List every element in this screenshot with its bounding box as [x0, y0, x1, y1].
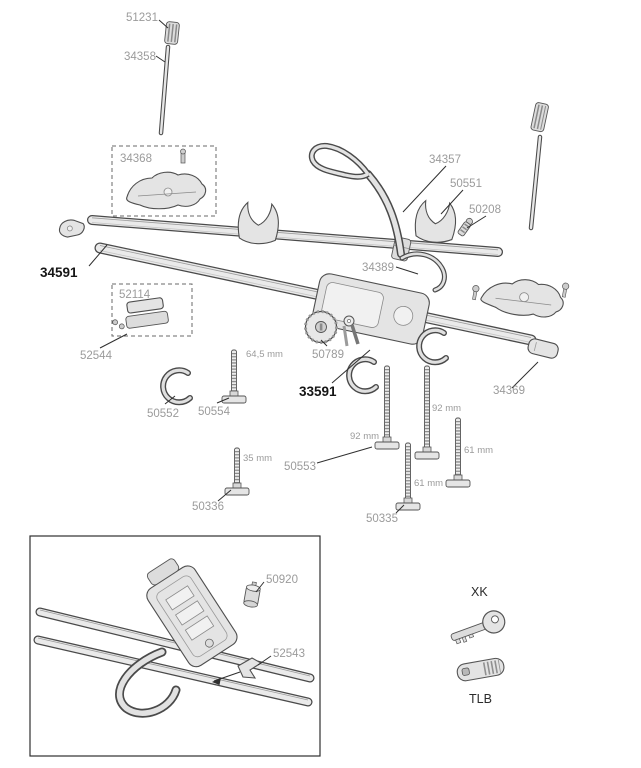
- leader-50920: [255, 581, 265, 593]
- bracket-center: [346, 356, 379, 395]
- label-50552: 50552: [147, 408, 179, 420]
- label-34357: 34357: [429, 154, 461, 166]
- leader-34358: [155, 55, 166, 63]
- end-cap-34369: [527, 338, 559, 359]
- keys-on-lock: [342, 315, 360, 347]
- rod-34358: [158, 44, 171, 136]
- dim-64-5mm: 64,5 mm: [246, 349, 283, 360]
- knurled-cap-right: [530, 102, 549, 133]
- bolt-50554: [221, 349, 247, 404]
- leader-50335: [395, 504, 405, 514]
- label-50335: 50335: [366, 513, 398, 525]
- label-50554: 50554: [198, 406, 231, 418]
- leader-50554: [216, 397, 230, 404]
- label-52544: 52544: [80, 350, 113, 362]
- dim-61mm-b: 61 mm: [414, 478, 443, 489]
- wheel-holder-right: [472, 279, 570, 318]
- labels: 51231 34358 34368 34591 34357 50551 5020…: [40, 12, 525, 706]
- dim-35mm: 35 mm: [243, 453, 272, 464]
- label-50553: 50553: [284, 461, 316, 473]
- leader-34389: [395, 266, 419, 275]
- label-34591: 34591: [40, 265, 78, 280]
- leader-50553: [316, 446, 373, 464]
- clamp-arc-right: [416, 327, 449, 366]
- center-housing: [312, 273, 430, 345]
- leader-34357: [402, 165, 447, 213]
- spare-rail-34591: [87, 215, 503, 257]
- wheel-jaw-50551: [414, 199, 457, 243]
- part-52543: [237, 657, 263, 679]
- dim-61mm-a: 61 mm: [464, 445, 493, 456]
- part-50920: [243, 581, 261, 608]
- strap-34389: [399, 251, 447, 293]
- label-34389: 34389: [362, 262, 394, 274]
- leader-lines: [88, 19, 539, 666]
- leader-33591: [331, 349, 371, 384]
- label-50789: 50789: [312, 349, 344, 361]
- leader-52543: [257, 655, 272, 666]
- label-34368: 34368: [120, 153, 152, 165]
- bolt-61mm-a: [445, 417, 471, 488]
- inset-rail-upper: [35, 607, 315, 683]
- leader-50551: [440, 189, 464, 215]
- inset-rail-lower: [33, 635, 313, 707]
- leader-34369: [511, 361, 539, 389]
- bolt-61mm-50335: [395, 442, 421, 511]
- label-34358: 34358: [124, 51, 156, 63]
- label-tlb: TLB: [469, 692, 492, 706]
- leader-51231: [158, 19, 169, 29]
- dim-92mm-a: 92 mm: [350, 431, 379, 442]
- label-51231: 51231: [126, 12, 158, 24]
- knurled-cap-51231: [164, 21, 180, 45]
- frame-arm-34357: [308, 142, 412, 262]
- inset-hook-strap: [115, 647, 181, 718]
- detail-inset: [29, 535, 321, 757]
- inset-mounting-bracket: [146, 558, 238, 668]
- label-50208: 50208: [469, 204, 501, 216]
- leader-50789: [320, 339, 328, 347]
- small-clip-part: [58, 219, 85, 238]
- dim-92mm-b: 92 mm: [432, 403, 461, 414]
- leader-52544: [99, 333, 128, 349]
- leader-34591: [88, 244, 108, 267]
- label-50551: 50551: [450, 178, 482, 190]
- label-xk: XK: [471, 585, 488, 599]
- lock-cylinder-tlb: [456, 657, 505, 682]
- leader-50208: [466, 215, 487, 229]
- assembly-rail-33591: [94, 242, 537, 346]
- label-50920: 50920: [266, 574, 298, 586]
- bolt-92mm-b: [414, 365, 440, 460]
- knob-50789: [304, 310, 338, 344]
- insert-direction-arrow: [212, 677, 221, 685]
- dimension-labels: 64,5 mm 92 mm 92 mm 61 mm 61 mm 35 mm: [243, 349, 493, 489]
- bolt-35mm-50336: [224, 447, 250, 496]
- label-33591: 33591: [299, 384, 337, 399]
- kit-box-34368: [111, 145, 217, 217]
- rod-right: [528, 134, 543, 231]
- label-52114: 52114: [119, 289, 151, 301]
- screw-50208: [457, 217, 473, 237]
- label-34369: 34369: [493, 385, 525, 397]
- label-50336: 50336: [192, 501, 224, 513]
- kit-box-52114: [111, 283, 193, 337]
- bolt-92mm-a: [374, 365, 400, 450]
- leader-50336: [217, 489, 232, 502]
- wheel-jaw-left: [237, 201, 279, 245]
- key-xk: [450, 610, 506, 645]
- bracket-50552: [160, 367, 193, 406]
- label-52543: 52543: [273, 648, 305, 660]
- leader-50552: [164, 395, 176, 405]
